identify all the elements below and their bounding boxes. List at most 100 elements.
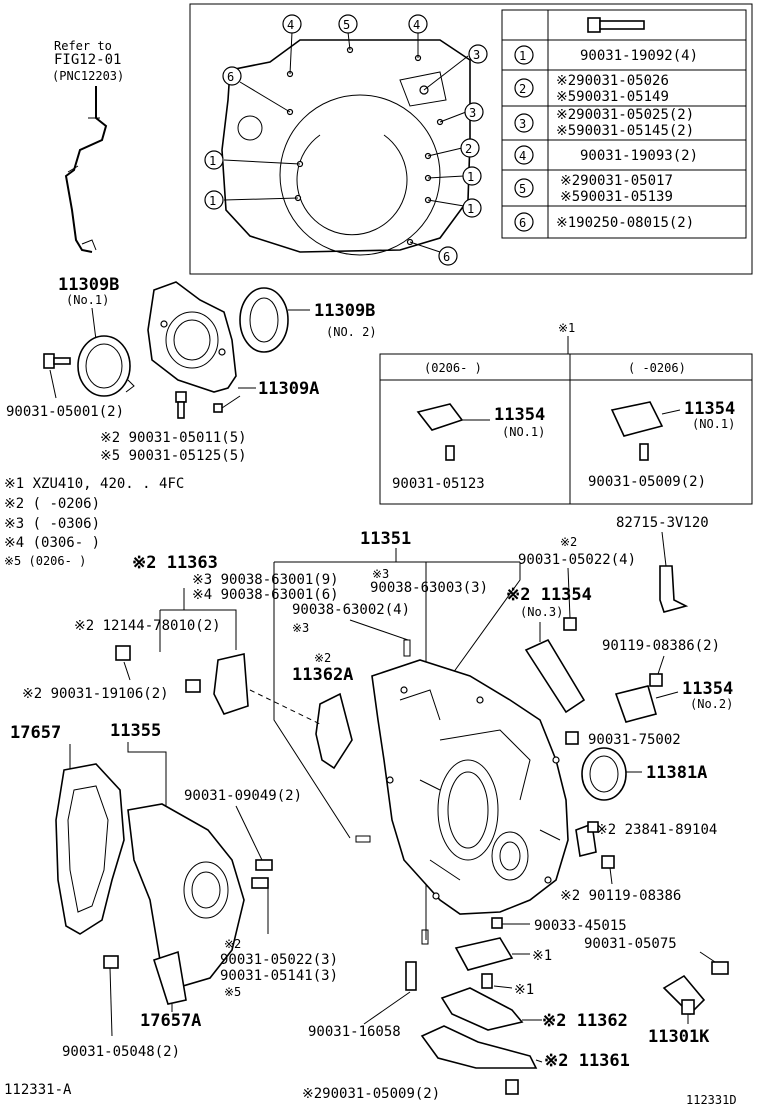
label-11355: 11355 [110,721,161,741]
bolt-row-part: ※290031-05017 [560,173,673,189]
callout-text: 5 [343,18,350,32]
label-90038-63001-9: ※3 90038-63001(9) [192,572,339,588]
dowel-pin-3 [421,929,429,945]
callout-text: 2 [465,142,472,156]
callout-text: 4 [287,18,294,32]
bolt-row-num: 1 [519,49,526,63]
callout-text: 6 [227,70,234,84]
label-11354-no2: 11354 [682,679,733,699]
plug-90033-45015 [491,917,503,929]
callout-text: 4 [413,18,420,32]
bolt-90031-05075 [711,961,729,975]
gasket-17657A-drawing [152,950,187,1005]
bolt-icon [587,17,645,33]
dowel-pin [403,639,411,657]
dowel-pin-2 [355,835,371,843]
label-11309B-no2-sub: (NO. 2) [326,325,377,339]
variant-left-bolt: 90031-05123 [392,476,485,492]
bolt-row-part: ※590031-05145(2) [556,123,694,139]
label-90031-05075: 90031-05075 [584,936,677,952]
bolt-row-num: 6 [519,216,526,230]
bolt-row-num: 4 [519,149,526,163]
label-mark1-a: ※1 [532,948,552,964]
bolt-90031-05001 [43,353,71,369]
oil-seal-retainer-drawing [147,281,237,393]
bolt-table: 1 90031-19092(4) 2 ※290031-05026 ※590031… [501,9,747,239]
plate-11362-drawing [440,987,524,1031]
label-mark-3: ※3 [372,567,389,581]
leaders-17657-11355 [69,742,167,810]
refer-line-2: FIG12-01 [54,52,121,68]
label-90038-63001-6: ※4 90038-63001(6) [192,587,339,603]
cover-mark1-drawing [454,937,514,971]
label-90031-05125: ※5 90031-05125(5) [100,448,247,464]
plate-boss [399,71,447,107]
legend-4: ※4 (0306- ) [4,535,100,551]
housing-plate-drawing [221,39,471,253]
label-90119-08386-2: 90119-08386(2) [602,638,720,654]
bolt-row-num: 5 [519,182,526,196]
label-90031-05022-4: 90031-05022(4) [518,552,636,568]
variant-right-part: 11354 [684,399,735,419]
callout-text: 1 [467,202,474,216]
label-90031-75002: 90031-75002 [588,732,681,748]
label-12144-78010: ※2 12144-78010(2) [74,618,221,634]
refer-line-1: Refer to [54,39,112,53]
pin-leader [349,619,409,641]
plate-11361-drawing [420,1025,538,1069]
label-11354-no3: ※2 11354 [506,585,592,605]
label-11361: ※2 11361 [544,1051,630,1071]
label-11362A-mark: ※2 [314,651,331,665]
footer-left-code: 112331-A [4,1082,72,1098]
bracket-11351 [274,548,520,563]
refer-note: Refer to FIG12-01 (PNC12203) [52,39,124,83]
legend-1: ※1 XZU410, 420. . 4FC [4,476,184,492]
label-11309B-no2: 11309B [314,301,375,321]
label-11301K: 11301K [648,1027,710,1047]
timing-gear-case-drawing [371,659,569,915]
label-90038-63002-mark: ※3 [292,621,309,635]
bolt-mark1 [481,973,493,989]
label-90031-09049: 90031-09049(2) [184,788,302,804]
cover-no3-drawing [524,638,586,714]
callout-text: 6 [443,250,450,264]
callout-text: 1 [209,194,216,208]
bracket-11363 [159,588,237,652]
refer-line-3: (PNC12203) [52,69,124,83]
label-90031-16058: 90031-16058 [308,1024,401,1040]
gasket-17657-drawing [55,763,125,935]
label-90038-63003: 90038-63003(3) [370,580,488,596]
bolt-row-num: 2 [519,82,526,96]
inset-leader-lines [223,31,469,253]
bolt-row-part: ※590031-05139 [560,189,673,205]
variant-left-part-sub: (NO.1) [502,425,545,439]
label-90119-08386: ※2 90119-08386 [560,888,681,904]
label-11362A: 11362A [292,665,353,685]
label-90033-45015: 90033-45015 [534,918,627,934]
inset-callouts: 4 5 4 3 6 3 2 1 1 1 1 6 [204,14,488,266]
bolt-90031-05011 [175,391,187,419]
legend-5: ※5 (0206- ) [4,554,86,568]
label-90031-05022-4-mark: ※2 [560,535,577,549]
label-11309B-no1-sub: (No.1) [66,293,109,307]
bolt-90119-08386 [601,855,615,869]
variant-right-header: ( -0206) [628,361,686,375]
cover-right-drawing [610,401,664,437]
label-11363: ※2 11363 [132,553,218,573]
legend-3: ※3 ( -0306) [4,516,100,532]
oil-seal-11381A [581,747,627,801]
variant-left-part: 11354 [494,405,545,425]
variant-left-header: (0206- ) [424,361,482,375]
bolt-90031-05022-4 [563,617,577,631]
bracket-11363-drawing [213,653,249,715]
variant-right-part-sub: (NO.1) [692,417,735,431]
bolt-row-part: ※290031-05025(2) [556,107,694,123]
label-11362: ※2 11362 [542,1011,628,1031]
inset-frame [189,3,753,275]
label-11381A: 11381A [646,763,707,783]
label-90031-05141: 90031-05141(3) [220,968,338,984]
inset-box: 4 5 4 3 6 3 2 1 1 1 1 6 [189,3,753,275]
label-mark1-b: ※1 [514,982,534,998]
